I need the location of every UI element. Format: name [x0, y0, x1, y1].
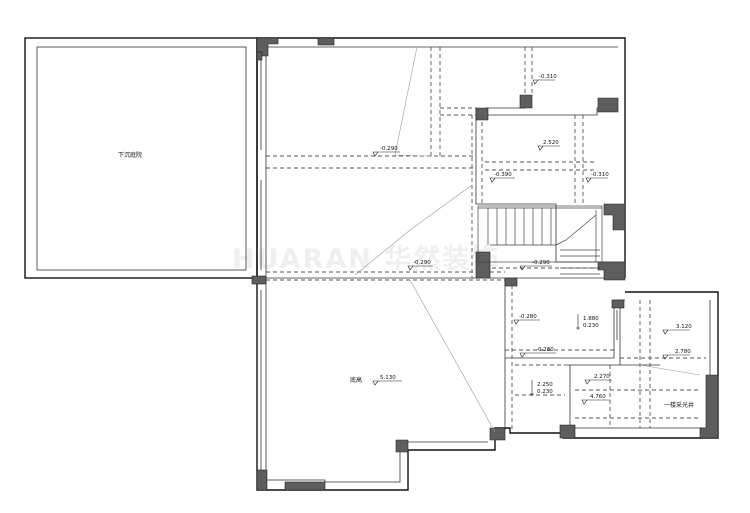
level-marker: 2.520: [537, 140, 560, 151]
reference-lines: [354, 46, 701, 433]
level-value: 2.270: [594, 374, 610, 380]
level-value: 1.880: [583, 316, 599, 322]
level-value: 4.760: [590, 394, 606, 400]
level-value: -0.290: [532, 260, 550, 266]
level-marker: 2.270: [584, 374, 612, 385]
level-value: -0.390: [494, 172, 512, 178]
level-marker-stacked: 2.250 0.230: [530, 380, 553, 396]
level-marker: -0.280: [519, 347, 556, 358]
level-marker: -0.280: [513, 314, 540, 325]
level-value: 2.780: [675, 349, 691, 355]
level-marker: -0.290: [372, 146, 400, 157]
level-value: 0.230: [537, 389, 553, 395]
level-marker-stacked: 1.880 0.230: [576, 314, 599, 330]
room-label-pool: 底高: [350, 376, 362, 384]
level-value: 2.250: [537, 382, 553, 388]
room-label-light-well: 一楼采光井: [664, 401, 694, 409]
room-label-sunken-garden: 下沉庭院: [118, 151, 142, 159]
level-marker: -0.310: [585, 172, 609, 183]
watermark: HUARAN 华然装饰: [232, 243, 500, 275]
level-value: -0.280: [536, 347, 554, 353]
level-value: 3.120: [676, 324, 692, 330]
level-value: -0.290: [413, 260, 431, 266]
level-marker: 2.780: [662, 349, 691, 360]
level-value: -0.280: [519, 314, 537, 320]
level-value: -0.290: [380, 146, 398, 152]
level-marker: 3.120: [662, 324, 692, 335]
level-marker: -0.290: [519, 260, 552, 271]
level-marker: -0.310: [532, 74, 557, 85]
level-value: 2.520: [543, 140, 559, 146]
level-marker: -0.390: [489, 172, 515, 183]
ceiling-dashed-lines: [266, 47, 706, 430]
level-marker: 4.760: [581, 394, 610, 405]
sunken-garden-room: 下沉庭院: [24, 37, 258, 279]
level-value: -0.310: [591, 172, 609, 178]
level-marker: -0.290: [407, 260, 433, 271]
structural-columns: [251, 37, 719, 491]
staircase: [477, 205, 603, 275]
level-value: -0.310: [539, 74, 557, 80]
level-value: 0.230: [583, 323, 599, 329]
level-markers: -0.310 -0.290 2.520 -0.390 -0.310 -0.290…: [372, 74, 692, 405]
level-marker: 5.130: [372, 375, 402, 386]
level-value: 5.130: [380, 375, 396, 381]
